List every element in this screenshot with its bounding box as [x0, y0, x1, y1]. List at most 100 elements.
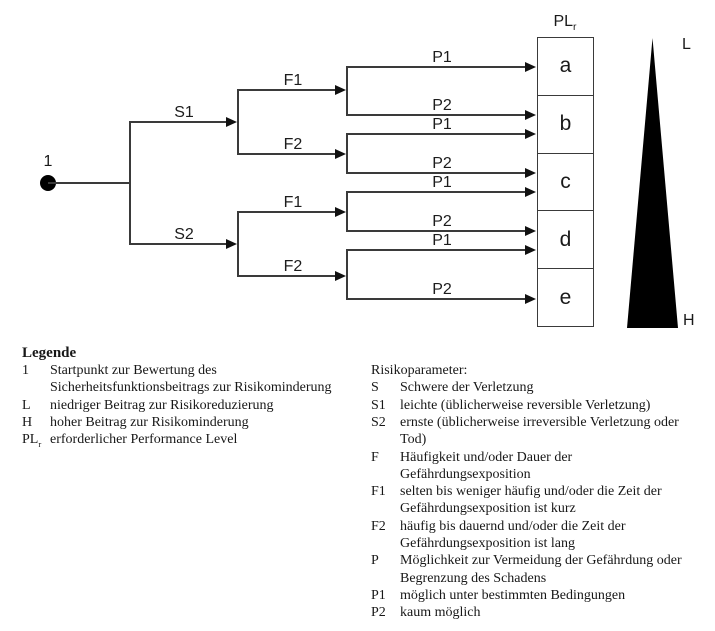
legend-item-s: S Schwere der Verletzung [371, 379, 715, 396]
p2-label-b: P2 [432, 97, 452, 114]
legend-definition: Startpunkt zur Bewertung des Sicherheits… [50, 363, 332, 396]
legend-term: P2 [371, 605, 386, 621]
p2-label-d: P2 [432, 213, 452, 230]
trunk-line [48, 182, 130, 184]
s2-branch-label: S2 [174, 226, 194, 243]
legend-item-s2: S2 ernste (üblicherweise irreversible Ve… [371, 414, 715, 449]
legend-item-high: H hoher Beitrag zur Risikominderung [22, 414, 367, 431]
legend-item-p1: P1 möglich unter bestimmten Bedingungen [371, 587, 715, 604]
p2-line-to-c [347, 172, 526, 174]
s1-arrowhead-icon [226, 117, 237, 127]
p1-label-d: P1 [432, 232, 452, 249]
legend-definition: erforderlicher Performance Level [50, 432, 238, 448]
legend-term: F1 [371, 484, 386, 500]
high-contribution-label: H [683, 312, 695, 329]
plr-box-c: c [538, 152, 593, 211]
s2-f1-branch-label: F1 [283, 194, 303, 211]
legend-term: F2 [371, 518, 386, 534]
legend-term: S [371, 380, 379, 396]
legend-term: P1 [371, 587, 386, 603]
s2-f2-p-split-line [346, 249, 348, 300]
p1-label-c: P1 [432, 174, 452, 191]
legend-term: P [371, 553, 379, 569]
s1-f1-p-split-line [346, 66, 348, 116]
plr-box-e: e [538, 268, 593, 326]
plr-box-d: d [538, 210, 593, 268]
legend-item-p: P Möglichkeit zur Vermeidung der Gefährd… [371, 552, 715, 587]
legend-item-start: 1 Startpunkt zur Bewertung des Sicherhei… [22, 362, 367, 397]
legend-definition: kaum möglich [400, 605, 481, 621]
s1-f2-p-split-line [346, 133, 348, 174]
legend-right-column: S Schwere der Verletzung S1 leichte (übl… [371, 379, 715, 621]
p2-to-b-arrowhead-icon [525, 110, 536, 120]
legend-item-low: L niedriger Beitrag zur Risikoreduzierun… [22, 397, 367, 414]
legend-term: 1 [22, 363, 29, 378]
legend-definition: ernste (üblicherweise irreversible Verle… [400, 414, 679, 448]
legend-term: F [371, 449, 379, 465]
s-split-line [129, 121, 131, 245]
legend-term: H [22, 414, 33, 430]
s2-f2-branch-label: F2 [283, 258, 303, 275]
s1-f1-branch-line [238, 89, 336, 91]
s1-f1-branch-label: F1 [283, 72, 303, 89]
p1-label-b: P1 [432, 116, 452, 133]
legend-item-f1: F1 selten bis weniger häufig und/oder di… [371, 483, 715, 518]
legend-item-p2: P2 kaum möglich [371, 604, 715, 621]
p2-label-e: P2 [432, 281, 452, 298]
p2-to-d-arrowhead-icon [525, 226, 536, 236]
s2-branch-line [130, 243, 226, 245]
plr-box-a: a [559, 54, 572, 78]
p1-to-a-arrowhead-icon [525, 62, 536, 72]
p1-label-a: P1 [432, 49, 452, 66]
s1-f1-arrowhead-icon [335, 85, 346, 95]
legend-definition: selten bis weniger häufig und/oder die Z… [400, 484, 662, 517]
s2-f2-branch-line [238, 275, 336, 277]
p1-line-to-a [347, 66, 526, 68]
legend-term: S1 [371, 397, 386, 413]
p1-line-to-b [347, 133, 526, 135]
legend-term: S2 [371, 414, 386, 430]
p2-to-c-arrowhead-icon [525, 168, 536, 178]
p2-label-c: P2 [432, 155, 452, 172]
legend-title: Legende [22, 345, 77, 361]
legend-item-f2: F2 häufig bis dauernd und/oder die Zeit … [371, 518, 715, 553]
legend-definition: Möglichkeit zur Vermeidung der Gefährdun… [400, 553, 682, 586]
plr-box-column: a b c d e [537, 37, 594, 327]
s2-f-split-line [237, 211, 239, 277]
s2-f1-branch-line [238, 211, 336, 213]
risk-parameters-title: Risikoparameter: [371, 363, 468, 378]
legend-definition: häufig bis dauernd und/oder die Zeit der… [400, 518, 626, 552]
legend-term: L [22, 397, 31, 413]
p1-to-d-arrowhead-icon [525, 245, 536, 255]
legend-definition: hoher Beitrag zur Risikominderung [50, 414, 249, 430]
risk-wedge-triangle [627, 38, 678, 328]
legend-item-f: F Häufigkeit und/oder Dauer der Gefährdu… [371, 449, 715, 484]
plr-header-base: PL [553, 13, 574, 30]
legend-item-plr: PLr erforderlicher Performance Level [22, 431, 367, 453]
s1-f2-arrowhead-icon [335, 149, 346, 159]
plr-column-header: PLr [535, 13, 595, 37]
legend-definition: leichte (üblicherweise reversible Verlet… [400, 397, 651, 413]
s1-branch-line [130, 121, 226, 123]
s1-f-split-line [237, 89, 239, 155]
p1-line-to-d [347, 249, 526, 251]
legend-definition: möglich unter bestimmten Bedingungen [400, 587, 626, 603]
legend-item-s1: S1 leichte (üblicherweise reversible Ver… [371, 397, 715, 414]
p1-line-to-c [347, 191, 526, 193]
s1-f2-branch-line [238, 153, 336, 155]
p2-line-to-e [347, 298, 526, 300]
start-point-label: 1 [43, 153, 53, 170]
plr-term-base: PL [22, 432, 39, 448]
legend-left-column: 1 Startpunkt zur Bewertung des Sicherhei… [22, 362, 367, 453]
s2-f1-p-split-line [346, 191, 348, 232]
p2-to-e-arrowhead-icon [525, 294, 536, 304]
plr-header-sub: r [573, 22, 577, 34]
s2-arrowhead-icon [226, 239, 237, 249]
s1-branch-label: S1 [174, 104, 194, 121]
s1-f2-branch-label: F2 [283, 136, 303, 153]
p1-to-b-arrowhead-icon [525, 129, 536, 139]
legend-definition: niedriger Beitrag zur Risikoreduzierung [50, 397, 274, 413]
low-contribution-label: L [682, 36, 691, 53]
legend-term-plr: PLr [22, 431, 50, 453]
